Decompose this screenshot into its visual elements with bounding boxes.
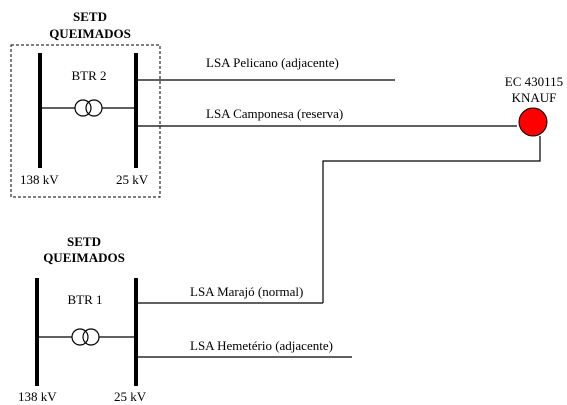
bottom-transformer-symbol: [37, 328, 136, 346]
bottom-substation-title-line1: SETD: [67, 234, 101, 249]
bottom-transformer-label: BTR 1: [67, 292, 102, 307]
feeder-hemeterio-label: LSA Hemetério (adjacente): [190, 338, 333, 353]
top-substation-boundary: [10, 44, 161, 198]
top-transformer-symbol: [40, 99, 136, 117]
top-transformer-label: BTR 2: [71, 68, 106, 83]
top-substation-title-line2: QUEIMADOS: [49, 26, 131, 41]
customer-code: EC 430115: [505, 74, 563, 89]
customer-connection-line: [322, 136, 541, 303]
bottom-voltage-138kv: 138 kV: [18, 389, 57, 404]
bottom-substation-title-line2: QUEIMADOS: [43, 250, 125, 265]
customer-name: KNAUF: [512, 90, 557, 105]
customer-node-icon: [518, 107, 548, 137]
feeder-marajo-label: LSA Marajó (normal): [190, 284, 303, 299]
feeder-camponesa-label: LSA Camponesa (reserva): [206, 106, 343, 121]
feeder-pelicano-label: LSA Pelicano (adjacente): [206, 55, 339, 70]
top-voltage-138kv: 138 kV: [20, 172, 59, 187]
top-substation-title-line1: SETD: [73, 9, 107, 24]
top-voltage-25kv: 25 kV: [116, 172, 149, 187]
bottom-voltage-25kv: 25 kV: [114, 389, 147, 404]
